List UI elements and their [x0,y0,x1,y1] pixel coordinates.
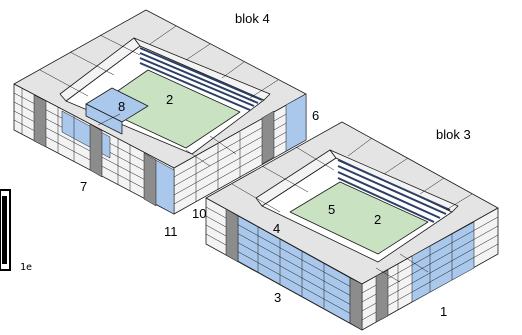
label-blok-3: blok 3 [436,127,471,142]
label-10: 10 [192,206,206,221]
building-blok-4 [13,9,307,215]
blok3-dark-column-2 [349,277,363,331]
blok4-dark-column-1 [33,94,47,148]
blok4-blue-units-right [285,93,307,152]
label-side-fragment: 1e [20,262,32,273]
label-6: 6 [312,108,319,123]
blok4-dark-column-2 [89,123,103,178]
left-edge-fragment [0,189,11,271]
blok4-roof-grid [39,25,279,167]
blok3-dark-column-3 [375,269,389,323]
blok4-dark-column-3 [143,152,157,207]
blok4-unit-dividers [21,88,241,202]
blok4-inner-windows [139,47,263,111]
blok3-roof-grid [231,137,473,283]
blok3-dark-column-1 [225,208,239,263]
blok3-courtyard-green [289,181,429,255]
label-2-blok3: 2 [374,212,381,227]
label-8: 8 [118,99,125,114]
blok4-inner-wall-back [133,37,271,101]
label-7: 7 [80,179,87,194]
blok3-blue-units-right [411,221,475,303]
blok4-courtyard-green [95,69,241,149]
label-blok-4: blok 4 [235,11,270,26]
label-11: 11 [164,224,178,239]
blok3-inner-windows [337,159,451,223]
label-5: 5 [328,202,335,217]
label-4: 4 [273,221,280,236]
blok3-inner-wall-back [329,149,459,213]
label-1: 1 [440,304,447,319]
label-3: 3 [274,290,281,305]
blok4-blue-wing-face [85,103,123,135]
blok4-dark-column-4 [261,110,275,165]
blok3-unit-dividers [257,227,453,310]
building-blok-3 [205,121,499,331]
label-2-blok4: 2 [166,92,173,107]
